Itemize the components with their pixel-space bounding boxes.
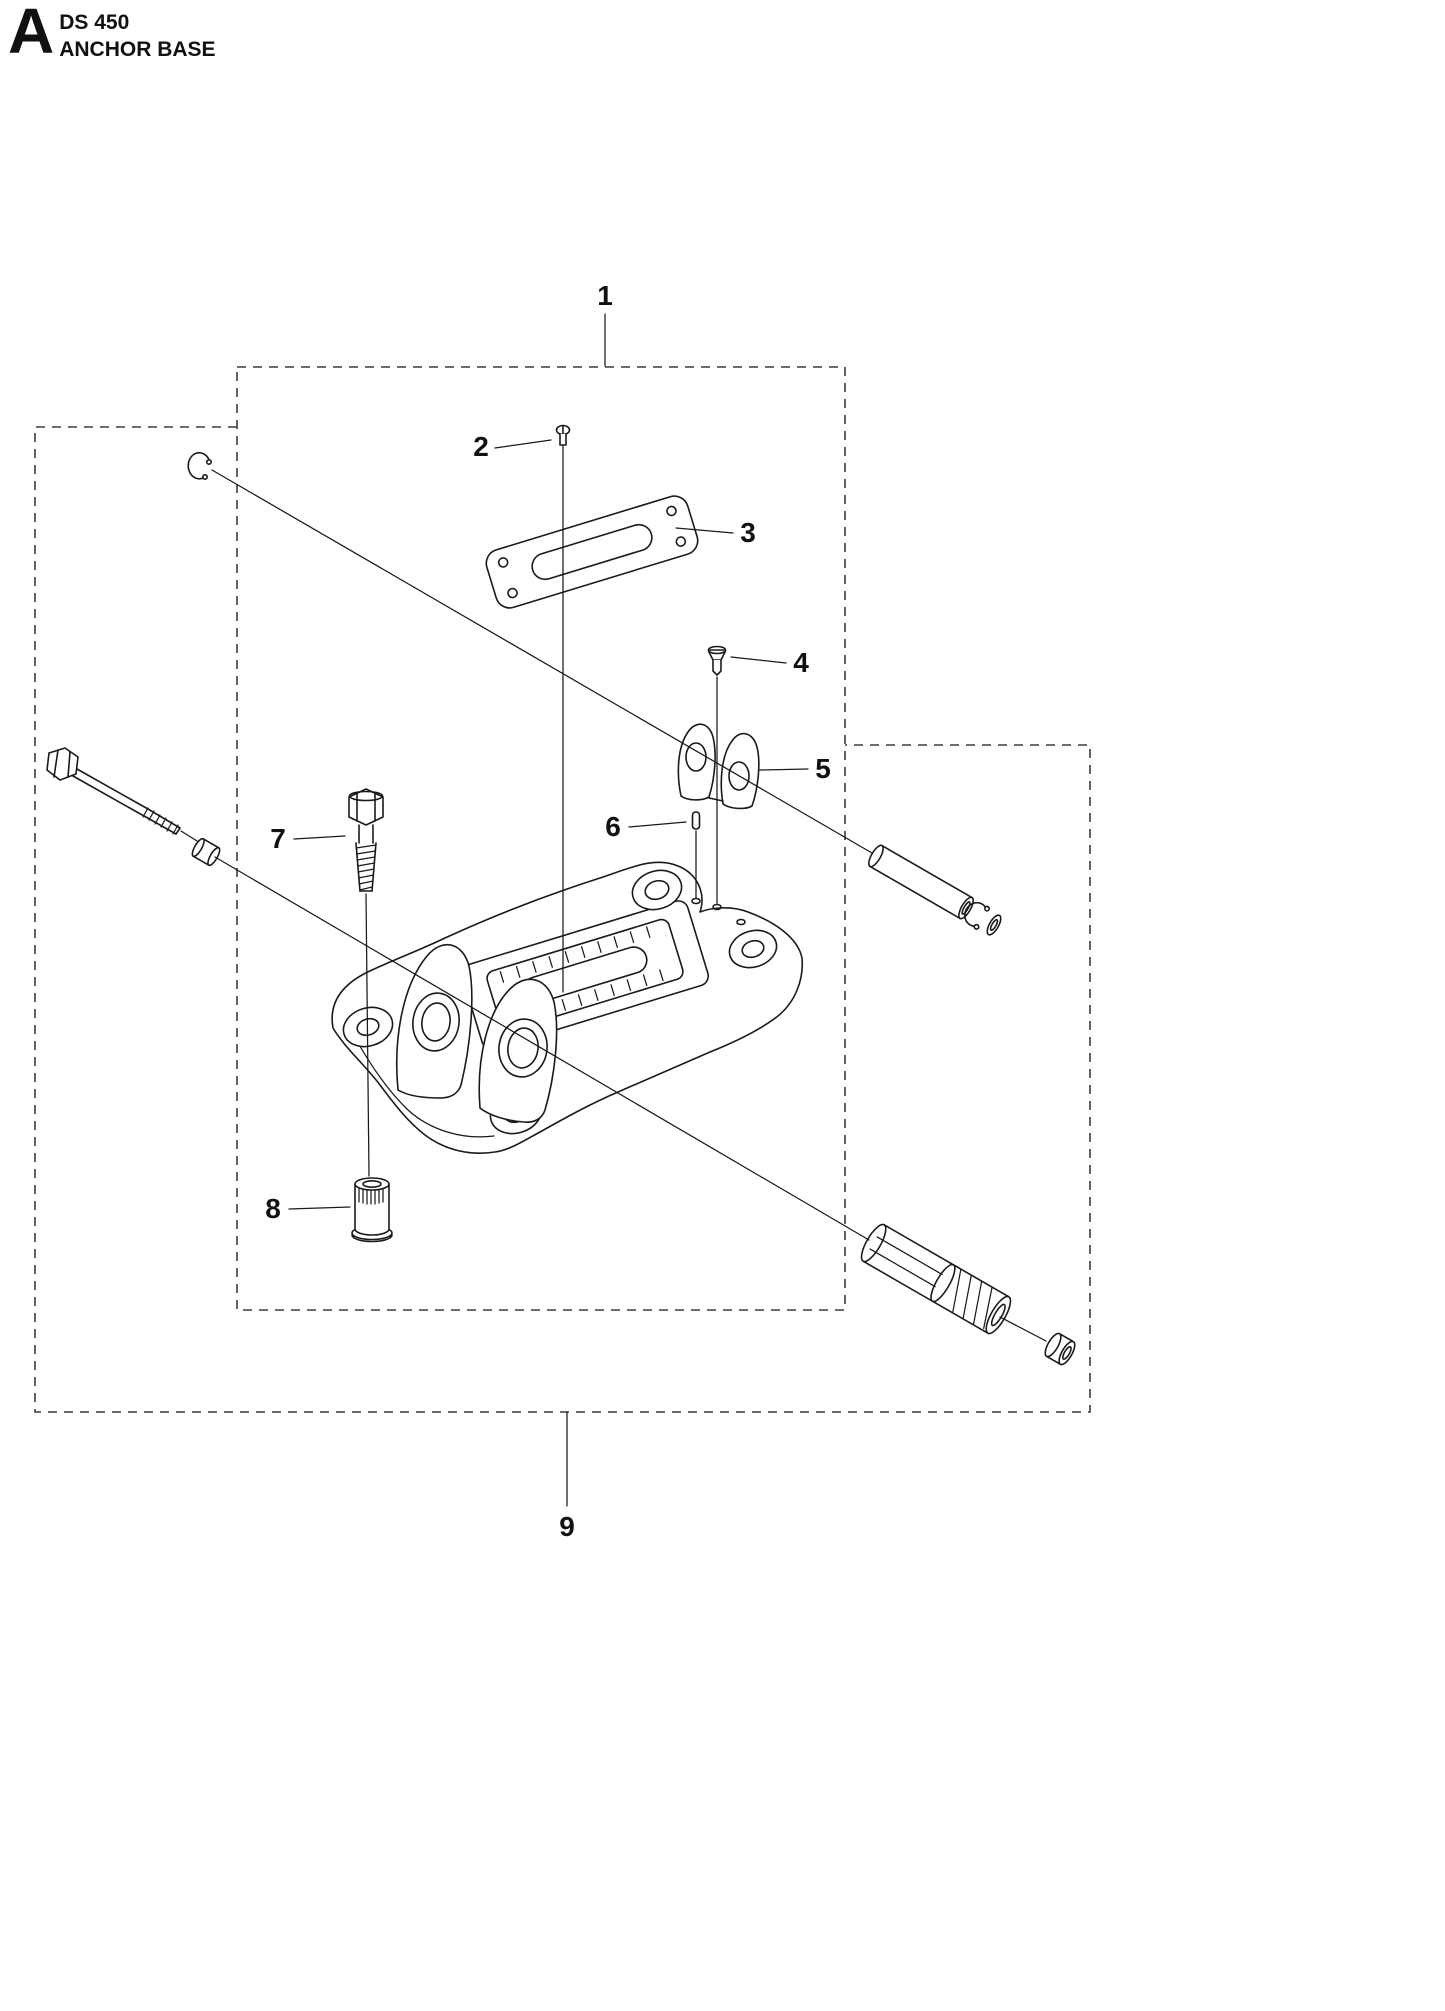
part-6-pin [691,811,701,899]
model-name: DS 450 [59,11,130,34]
lug-left [395,943,473,1099]
lug-right [478,978,558,1123]
end-cap [1044,1332,1076,1366]
callout-2: 2 [473,431,489,462]
assembly-axis-lines [211,469,1047,1342]
casting-inner-contour [351,1031,495,1138]
callout-8: 8 [265,1193,281,1224]
part-8-expansion-insert [351,1177,393,1243]
anchor-base-casting [331,861,804,1154]
sleeve-upper [868,844,974,920]
washer-small [986,914,1002,936]
leader-lines [288,313,809,1507]
part-5-clamp [677,723,760,810]
small-hole-2 [712,903,722,911]
sleeve-hatch [952,1269,993,1330]
callout-5: 5 [815,753,831,784]
part-3-slotted-plate [485,495,699,609]
boss-right [728,929,778,969]
group-1-boundary [236,366,846,1311]
part-2-screw [555,424,571,993]
small-hole-3 [736,918,746,926]
callout-1: 1 [597,280,613,311]
group-9-boundary [34,426,1091,1413]
page-header: A DS 450 ANCHOR BASE [8,0,216,67]
callout-3: 3 [740,517,756,548]
bolt-threads [355,844,377,891]
circlip-lower-icon [964,901,991,930]
section-letter: A [8,0,54,67]
callout-7: 7 [270,823,286,854]
page-title: ANCHOR BASE [59,38,216,62]
callout-4: 4 [793,647,809,678]
hex-bolt [46,747,198,842]
header-titles: DS 450 ANCHOR BASE [59,4,215,61]
hex-bolt-threads [142,807,179,835]
boss-top-right [631,869,683,911]
part-4-flathead-screw [707,645,727,905]
callout-9: 9 [559,1511,575,1542]
part-7-bolt [348,788,384,1177]
insert-knurl [358,1188,384,1205]
sleeve-lower [860,1223,1012,1335]
washer-bushing [191,837,221,867]
callout-6: 6 [605,811,621,842]
circlip-upper-icon [187,451,213,480]
